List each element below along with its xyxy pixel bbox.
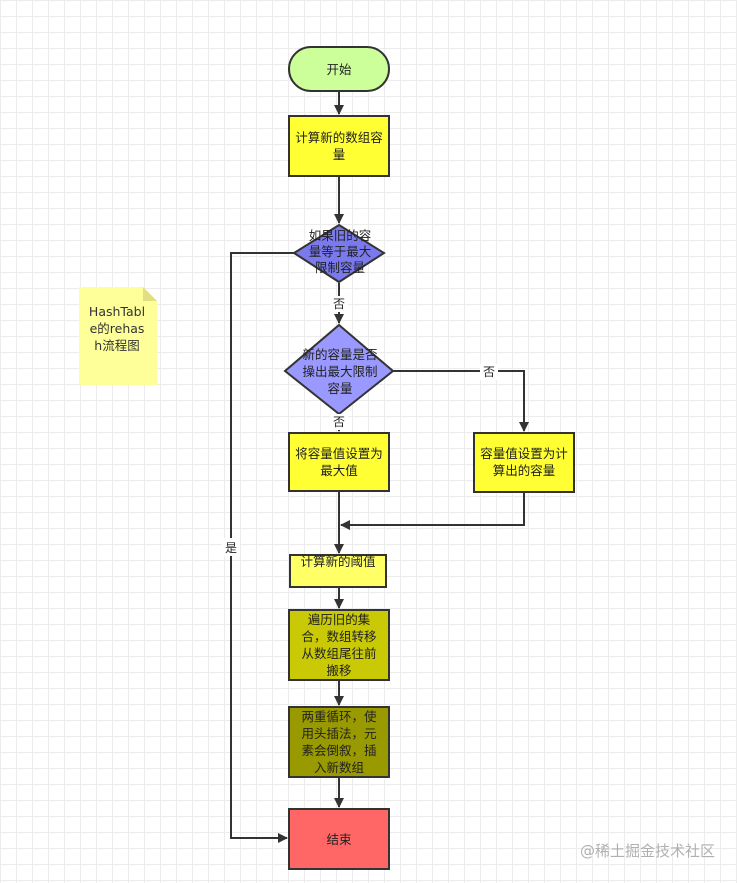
edge-label-yes: 是 (225, 541, 237, 555)
decision-old-max-label: 如果旧的容量等于最大限制容量 (308, 228, 372, 275)
traverse-node (288, 609, 390, 681)
double-loop-node (288, 706, 390, 778)
start-label: 开始 (326, 62, 352, 77)
calc-threshold-node (289, 554, 387, 588)
start-node (288, 46, 390, 92)
end-node (288, 808, 390, 870)
set-computed-node (473, 432, 575, 493)
double-loop-label: 两重循环，使用头插法，元素会倒叙，插入新数组 (301, 709, 377, 775)
end-label: 结束 (326, 832, 352, 847)
calc-capacity-node (288, 115, 390, 177)
set-max-node (288, 432, 390, 492)
calc-threshold-label: 计算新的阈值 (300, 554, 376, 569)
edge-label-no-3: 否 (333, 415, 345, 429)
watermark-text: @稀土掘金技术社区 (579, 842, 715, 860)
edge-decision1-end-yes (230, 252, 294, 843)
note-fold (143, 287, 157, 301)
edge-label-no-2: 否 (483, 365, 495, 379)
note-text: HashTable的rehash流程图 (88, 304, 146, 353)
edge-decision2-setcomputed (393, 370, 529, 432)
edge-setcomputed-merge (340, 493, 525, 530)
decision-old-max-node (292, 223, 386, 284)
traverse-label: 遍历旧的集合，数组转移从数组尾往前搬移 (301, 612, 377, 678)
decision-exceed-max-label: 新的容量是否操出最大限制容量 (302, 347, 378, 396)
edge-label-no-1: 否 (333, 297, 345, 311)
note-shape (79, 287, 157, 385)
set-max-label: 将容量值设置为最大值 (295, 446, 383, 478)
calc-capacity-label: 计算新的数组容量 (295, 130, 383, 162)
set-computed-label: 容量值设置为计算出的容量 (480, 446, 568, 478)
